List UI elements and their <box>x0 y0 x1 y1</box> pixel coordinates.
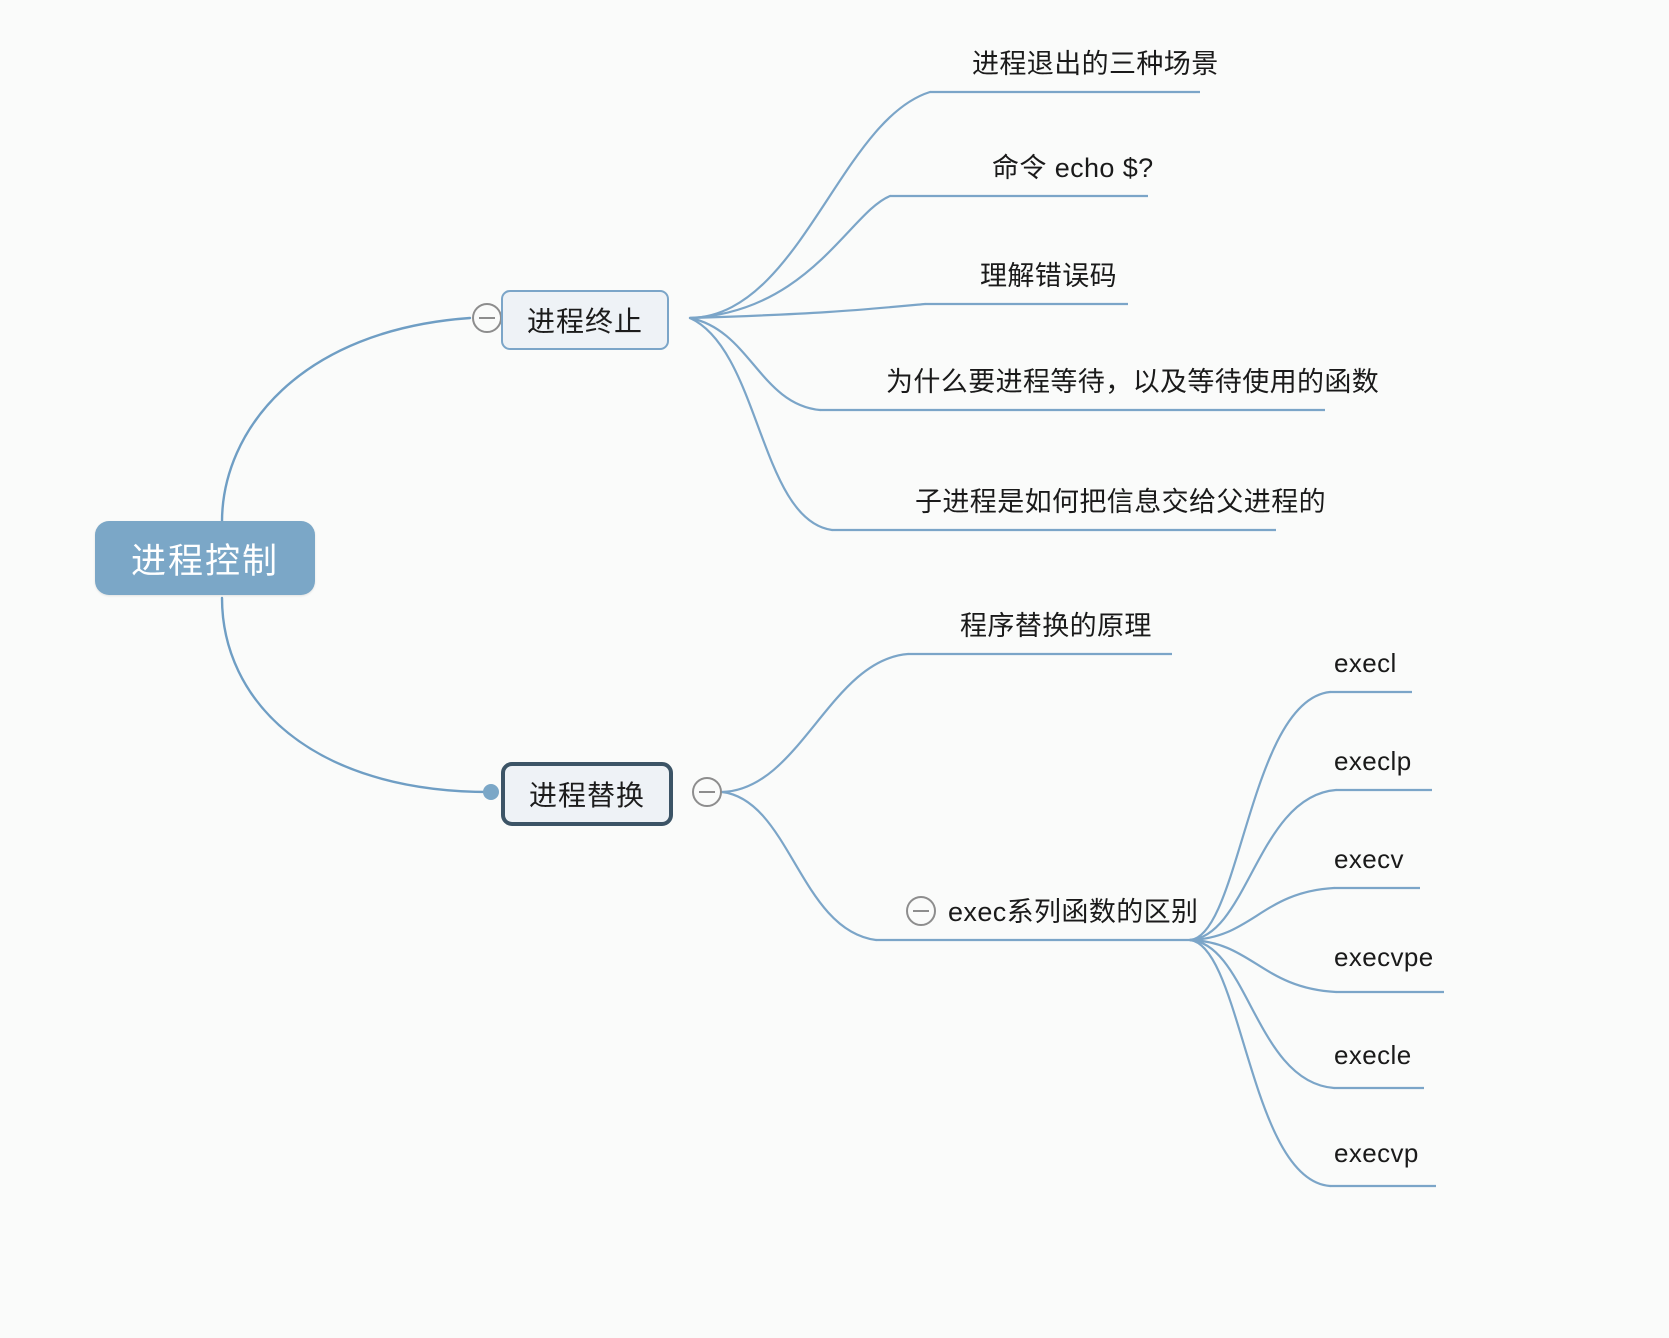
leaf-termination-2[interactable]: 理解错误码 <box>980 261 1117 291</box>
edge-replacement-leaf-0 <box>720 652 910 794</box>
edge-termination-leaf-2 <box>688 302 927 320</box>
edge-termination-leaf-1 <box>688 194 892 320</box>
leaf-replacement-0[interactable]: 程序替换的原理 <box>960 611 1152 641</box>
collapse-toggle-termination[interactable] <box>472 303 502 333</box>
edge-exec-0 <box>1188 690 1332 942</box>
collapse-toggle-replacement[interactable] <box>692 777 722 807</box>
edge-termination-leaf-0 <box>688 90 932 320</box>
edge-exec-3 <box>1188 938 1338 994</box>
edge-root-to-replacement <box>220 596 492 794</box>
leaf-termination-4[interactable]: 子进程是如何把信息交给父进程的 <box>915 487 1326 517</box>
branch-node-replacement-label: 进程替换 <box>529 780 646 811</box>
branch-node-termination-label: 进程终止 <box>527 306 644 337</box>
leaf-exec-execlp[interactable]: execlp <box>1334 746 1412 776</box>
edge-root-to-termination <box>220 316 472 524</box>
leaf-exec-execvpe[interactable]: execvpe <box>1334 942 1434 972</box>
branch-node-termination[interactable]: 进程终止 <box>501 290 670 350</box>
edge-exec-2 <box>1188 886 1336 942</box>
edge-exec-1 <box>1188 788 1338 942</box>
leaf-exec-group[interactable]: exec系列函数的区别 <box>948 897 1199 927</box>
edge-termination-leaf-4 <box>688 316 834 532</box>
edge-exec-4 <box>1188 938 1336 1090</box>
branch-node-replacement[interactable]: 进程替换 <box>501 762 674 826</box>
connector-dot-replacement <box>483 784 499 800</box>
leaf-exec-execl[interactable]: execl <box>1334 648 1397 678</box>
leaf-exec-execv[interactable]: execv <box>1334 844 1404 874</box>
leaf-exec-execle[interactable]: execle <box>1334 1040 1412 1070</box>
edge-termination-leaf-3 <box>688 316 822 412</box>
edge-exec-5 <box>1188 938 1332 1188</box>
collapse-toggle-exec-group[interactable] <box>906 896 936 926</box>
leaf-termination-1[interactable]: 命令 echo $? <box>992 153 1154 183</box>
leaf-termination-0[interactable]: 进程退出的三种场景 <box>972 49 1219 79</box>
leaf-exec-execvp[interactable]: execvp <box>1334 1138 1419 1168</box>
root-node-label: 进程控制 <box>130 541 279 581</box>
root-node[interactable]: 进程控制 <box>95 521 315 595</box>
edge-replacement-leaf-1 <box>720 790 878 942</box>
leaf-termination-3[interactable]: 为什么要进程等待，以及等待使用的函数 <box>886 367 1380 397</box>
